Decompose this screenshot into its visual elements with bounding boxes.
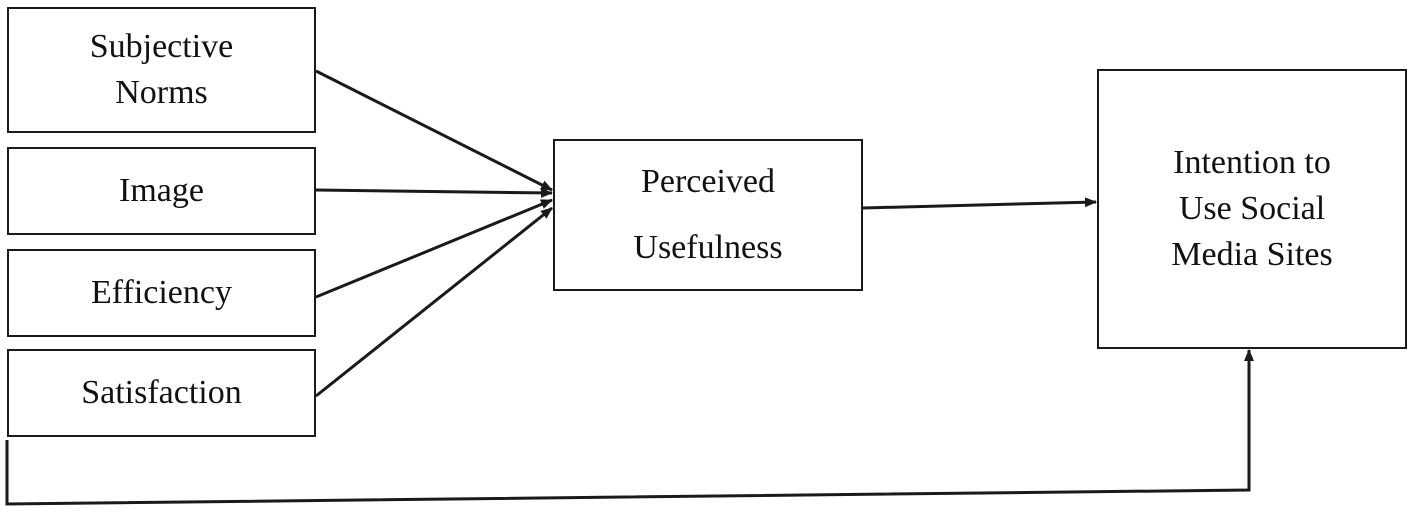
arrow-left-inputs-to-intention	[5, 349, 1254, 506]
arrow-efficiency-to-perceived-usefulness	[315, 198, 553, 299]
satisfaction-label: Satisfaction	[81, 374, 242, 411]
image-label: Image	[119, 172, 204, 209]
arrow-satisfaction-to-perceived-usefulness	[315, 206, 553, 398]
satisfaction-box: Satisfaction	[7, 349, 316, 437]
subjective-norms-label: Subjective Norms	[89, 28, 234, 111]
efficiency-label: Efficiency	[91, 274, 232, 311]
subjective-norms-box: Subjective Norms	[7, 7, 316, 133]
intention-to-use-box: Intention to Use Social Media Sites	[1097, 69, 1407, 349]
arrow-image-to-perceived-usefulness	[315, 187, 553, 198]
perceived-usefulness-label: Perceived Usefulness	[633, 163, 783, 266]
image-box: Image	[7, 147, 316, 235]
arrow-perceived-usefulness-to-intention	[862, 197, 1097, 210]
arrow-subjective-norms-to-perceived-usefulness	[315, 69, 553, 192]
perceived-usefulness-box: Perceived Usefulness	[553, 139, 863, 291]
efficiency-box: Efficiency	[7, 249, 316, 337]
intention-to-use-label: Intention to Use Social Media Sites	[1171, 144, 1333, 273]
